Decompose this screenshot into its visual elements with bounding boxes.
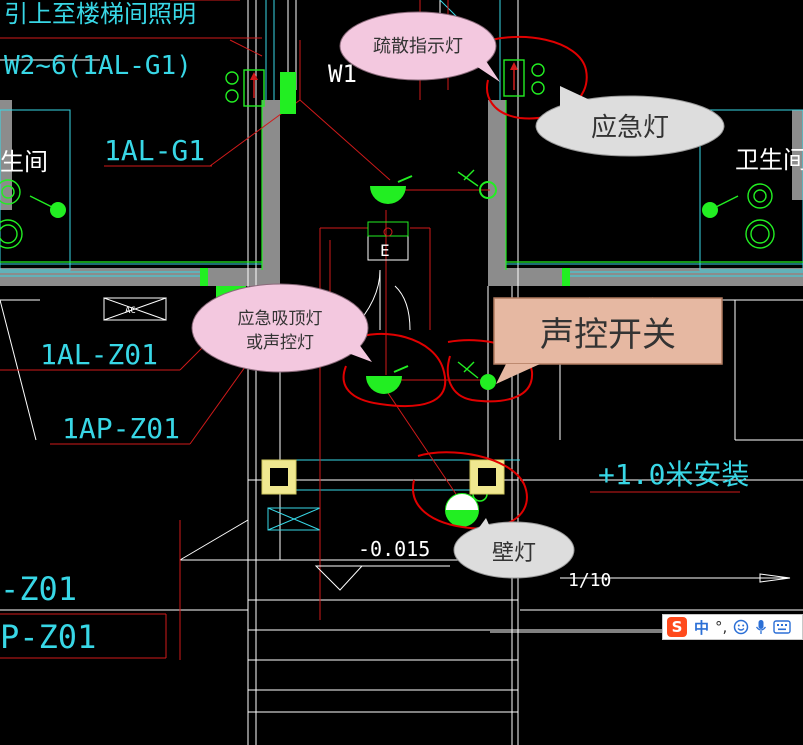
- wall-left-horizontal: [0, 268, 280, 286]
- ime-logo-icon[interactable]: S: [667, 617, 687, 637]
- svg-text:或声控灯: 或声控灯: [246, 333, 314, 353]
- wall-right-vertical: [488, 100, 506, 270]
- wall-right-horizontal: [488, 268, 803, 286]
- callout-wall-light: 壁灯: [453, 518, 575, 579]
- label-room-right: 卫生间: [735, 146, 803, 174]
- ceiling-light-lower: [366, 376, 402, 394]
- exit-sign-dot: [383, 227, 393, 237]
- callout-emergency-light: 应急灯: [535, 86, 725, 157]
- label-top-title: 引上至楼梯间照明: [4, 0, 196, 28]
- svg-text:疏散指示灯: 疏散指示灯: [373, 36, 463, 57]
- distribution-box-w1: [280, 72, 296, 114]
- electrical-symbols: [200, 59, 570, 527]
- light-toilet-right: [702, 202, 718, 218]
- label-ac-left: AC: [125, 306, 136, 316]
- column-right: [469, 459, 505, 495]
- label-al-g1: 1AL-G1: [104, 134, 205, 167]
- cad-labels: 引上至楼梯间照明 W2~6(1AL-G1) W1 1AL-G1 生间 卫生间 1…: [0, 0, 803, 656]
- wall-right-stub: [792, 110, 803, 200]
- label-p-z01-bottom: P-Z01: [0, 618, 96, 656]
- svg-text:应急灯: 应急灯: [591, 113, 669, 143]
- cyan-lines: [0, 0, 803, 531]
- light-toilet-left: [50, 202, 66, 218]
- label-w-circuit: W2~6(1AL-G1): [4, 51, 192, 81]
- ime-punctuation-toggle[interactable]: °,: [715, 618, 728, 636]
- label-slope: 1/10: [568, 570, 611, 591]
- label-al-z01: 1AL-Z01: [40, 338, 158, 371]
- microphone-icon[interactable]: [755, 619, 767, 635]
- label-install-height: +1.0米安装: [598, 458, 749, 491]
- callout-evacuation-sign: 疏散指示灯: [339, 11, 500, 82]
- label-elevation: -0.015: [358, 537, 430, 561]
- elevation-mark: [314, 565, 364, 591]
- sound-switch-symbol: [480, 374, 496, 390]
- label-exit-box: E: [380, 241, 390, 260]
- ime-toolbar[interactable]: S 中 °,: [662, 614, 803, 640]
- label-z01-bottom: -Z01: [0, 570, 77, 608]
- wall-left-vertical: [262, 100, 280, 270]
- label-ap-z01: 1AP-Z01: [62, 412, 180, 445]
- wall-left-stub: [0, 100, 12, 210]
- keyboard-icon[interactable]: [773, 620, 791, 634]
- svg-text:壁灯: 壁灯: [492, 541, 536, 566]
- emoji-icon[interactable]: [733, 619, 749, 635]
- ime-mode-toggle[interactable]: 中: [694, 618, 710, 637]
- switch-upper: [479, 181, 497, 199]
- svg-text:应急吸顶灯: 应急吸顶灯: [238, 309, 323, 329]
- callout-sound-switch: 声控开关: [493, 297, 723, 384]
- exit-sign-top: [367, 221, 409, 237]
- svg-text:声控开关: 声控开关: [540, 315, 676, 355]
- label-room-left: 生间: [0, 148, 48, 176]
- ceiling-light-upper: [370, 186, 406, 204]
- callout-ceiling-light: 应急吸顶灯 或声控灯: [191, 283, 372, 373]
